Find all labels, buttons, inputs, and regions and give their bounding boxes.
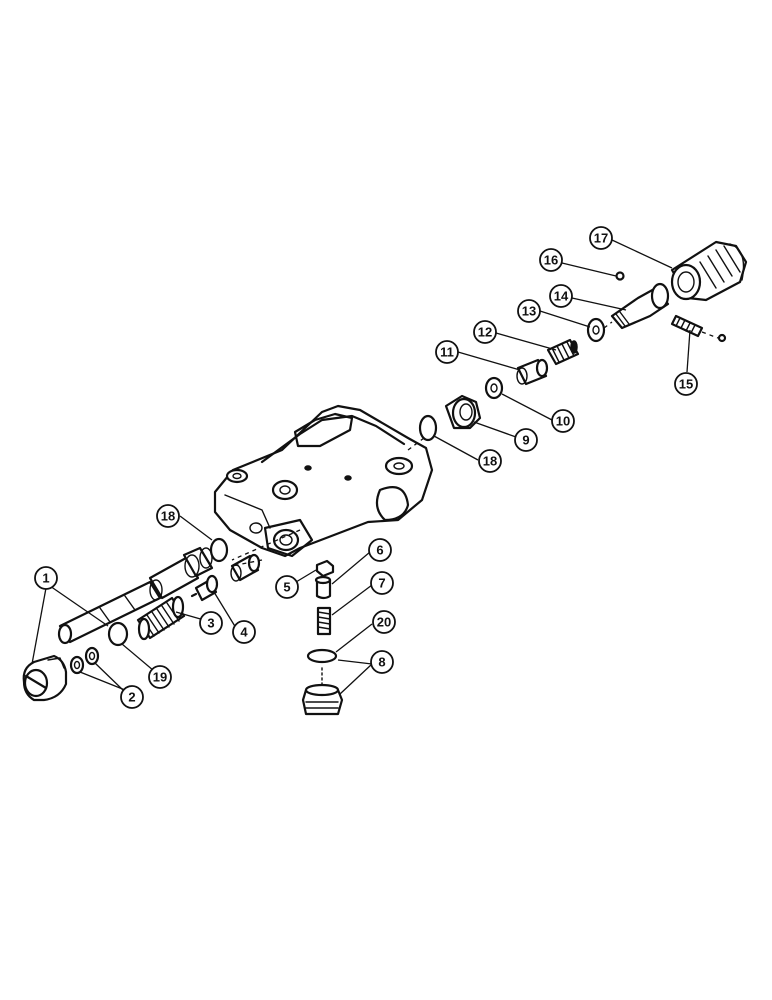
callout-17: 17 [589,226,613,250]
o-ring-19 [107,621,129,647]
callout-9: 9 [514,428,538,452]
centre-lines [231,321,719,567]
callout-2: 2 [120,685,144,709]
callout-14: 14 [549,284,573,308]
end-cap [22,654,68,702]
sleeve-11 [516,358,549,386]
callout-4: 4 [232,620,256,644]
callout-8: 8 [370,650,394,674]
ball-16 [615,271,625,281]
svg-text:7: 7 [378,576,385,591]
svg-text:1: 1 [42,571,49,586]
spring-3 [136,595,186,641]
spring-15 [670,314,727,343]
callout-20: 20 [372,610,396,634]
svg-text:4: 4 [240,625,248,640]
relief-parts [301,559,344,716]
svg-text:16: 16 [544,253,558,268]
valve-body [213,404,434,558]
o-ring-18-right [418,414,438,442]
callout-18-right: 18 [478,449,502,473]
svg-text:6: 6 [376,543,383,558]
leader-lines [31,239,691,695]
svg-text:11: 11 [440,345,454,360]
callout-19: 19 [148,665,172,689]
callout-16: 16 [539,248,563,272]
callouts: 1 2 3 4 5 6 7 8 9 10 11 12 13 14 15 16 1… [34,226,698,709]
callout-10: 10 [551,409,575,433]
svg-text:10: 10 [556,414,570,429]
callout-3: 3 [199,611,223,635]
sleeve [230,553,261,582]
washers [69,646,100,675]
adjuster-14 [610,282,670,330]
svg-text:8: 8 [378,655,385,670]
svg-text:12: 12 [478,325,492,340]
callout-5: 5 [275,575,299,599]
spool [57,546,214,645]
fitting-17 [670,240,748,302]
callout-18-left: 18 [156,504,180,528]
svg-text:19: 19 [153,670,167,685]
svg-text:17: 17 [594,231,608,246]
svg-text:2: 2 [128,690,135,705]
o-ring-18-left [209,537,229,563]
svg-text:18: 18 [161,509,175,524]
callout-7: 7 [370,571,394,595]
svg-text:13: 13 [522,304,536,319]
svg-text:18: 18 [483,454,497,469]
svg-text:5: 5 [283,580,290,595]
callout-11: 11 [435,340,459,364]
cup-9 [444,394,482,430]
callout-12: 12 [473,320,497,344]
spring-12 [546,338,580,366]
svg-text:3: 3 [207,616,214,631]
svg-text:14: 14 [554,289,569,304]
washer-10 [484,376,504,400]
svg-text:9: 9 [522,433,529,448]
callout-15: 15 [674,372,698,396]
callout-13: 13 [517,299,541,323]
svg-text:20: 20 [377,615,391,630]
svg-text:15: 15 [679,377,693,392]
washer-13 [586,317,606,343]
callout-1: 1 [34,566,58,590]
callout-6: 6 [368,538,392,562]
poppet-4 [190,574,219,602]
